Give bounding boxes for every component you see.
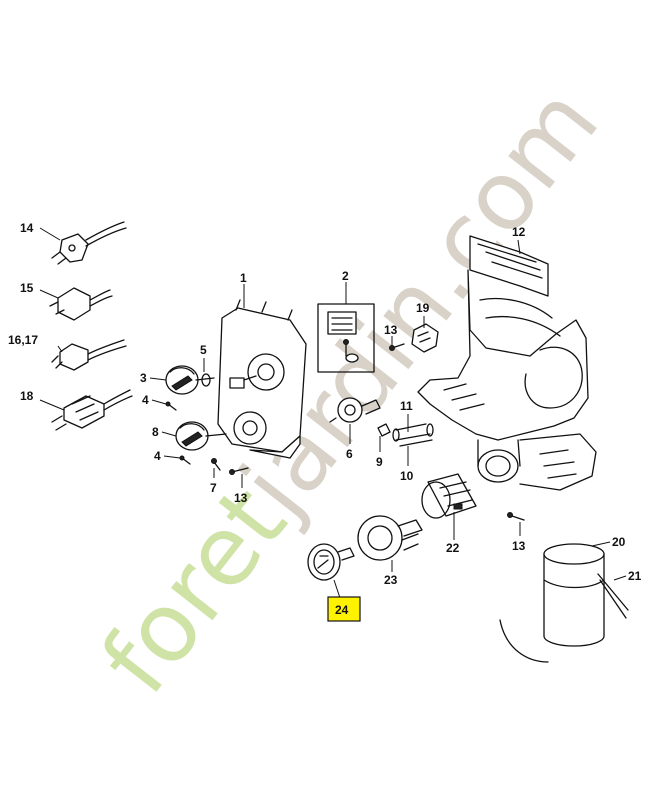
callout-10: 10	[400, 469, 414, 483]
screw-7	[211, 458, 221, 471]
highlight-box-24	[327, 596, 361, 622]
callout-21: 21	[628, 569, 642, 583]
callout-1: 1	[240, 271, 247, 285]
control-panel-housing-1	[217, 299, 307, 459]
callout-3: 3	[140, 371, 147, 385]
callout-20: 20	[612, 535, 626, 549]
callout-15: 15	[20, 281, 34, 295]
o-ring-5	[201, 373, 211, 387]
callout-22: 22	[446, 541, 460, 555]
callout-16-17: 16,17	[8, 333, 38, 347]
screw-13-left	[229, 467, 249, 475]
strap-21	[597, 573, 629, 619]
screw-4a	[165, 401, 177, 411]
callout-13-top: 13	[384, 323, 398, 337]
power-cord-plug-16-17	[51, 339, 127, 371]
callout-labels: 14 15 16,17 18 1 2 3 4 4 5 6 7 8 9 10 11…	[8, 221, 642, 617]
power-cord-plug-18	[51, 389, 133, 431]
switch-assembly-2	[317, 303, 375, 373]
callout-13-left: 13	[234, 491, 248, 505]
callout-24: 24	[335, 603, 349, 617]
callout-5: 5	[200, 343, 207, 357]
screw-4b	[179, 455, 191, 465]
knob-3	[165, 365, 215, 395]
callout-19: 19	[416, 301, 430, 315]
callout-7: 7	[210, 481, 217, 495]
ring-23	[357, 515, 423, 561]
gauge-24	[307, 543, 355, 581]
power-cord-plug-15	[49, 287, 113, 321]
capacitor-20	[499, 543, 605, 663]
callout-14: 14	[20, 221, 34, 235]
tube-10-11	[392, 423, 434, 447]
knob-8	[175, 421, 227, 451]
clip-9	[377, 423, 391, 437]
callout-9: 9	[376, 455, 383, 469]
leader-lines	[39, 227, 627, 599]
power-cord-plug-14	[51, 221, 127, 265]
main-frame-12	[417, 235, 597, 491]
callout-2: 2	[342, 269, 349, 283]
callout-18: 18	[20, 389, 34, 403]
callout-23: 23	[384, 573, 398, 587]
callout-6: 6	[346, 447, 353, 461]
bracket-19	[411, 323, 439, 353]
motor-part-22	[421, 473, 477, 519]
screw-13-right	[507, 512, 525, 521]
callout-8: 8	[152, 425, 159, 439]
callout-4b: 4	[154, 449, 161, 463]
callout-11: 11	[400, 399, 413, 413]
thermostat-6	[329, 397, 381, 423]
callout-4a: 4	[142, 393, 149, 407]
callout-13-right: 13	[512, 539, 526, 553]
callout-12: 12	[512, 225, 526, 239]
